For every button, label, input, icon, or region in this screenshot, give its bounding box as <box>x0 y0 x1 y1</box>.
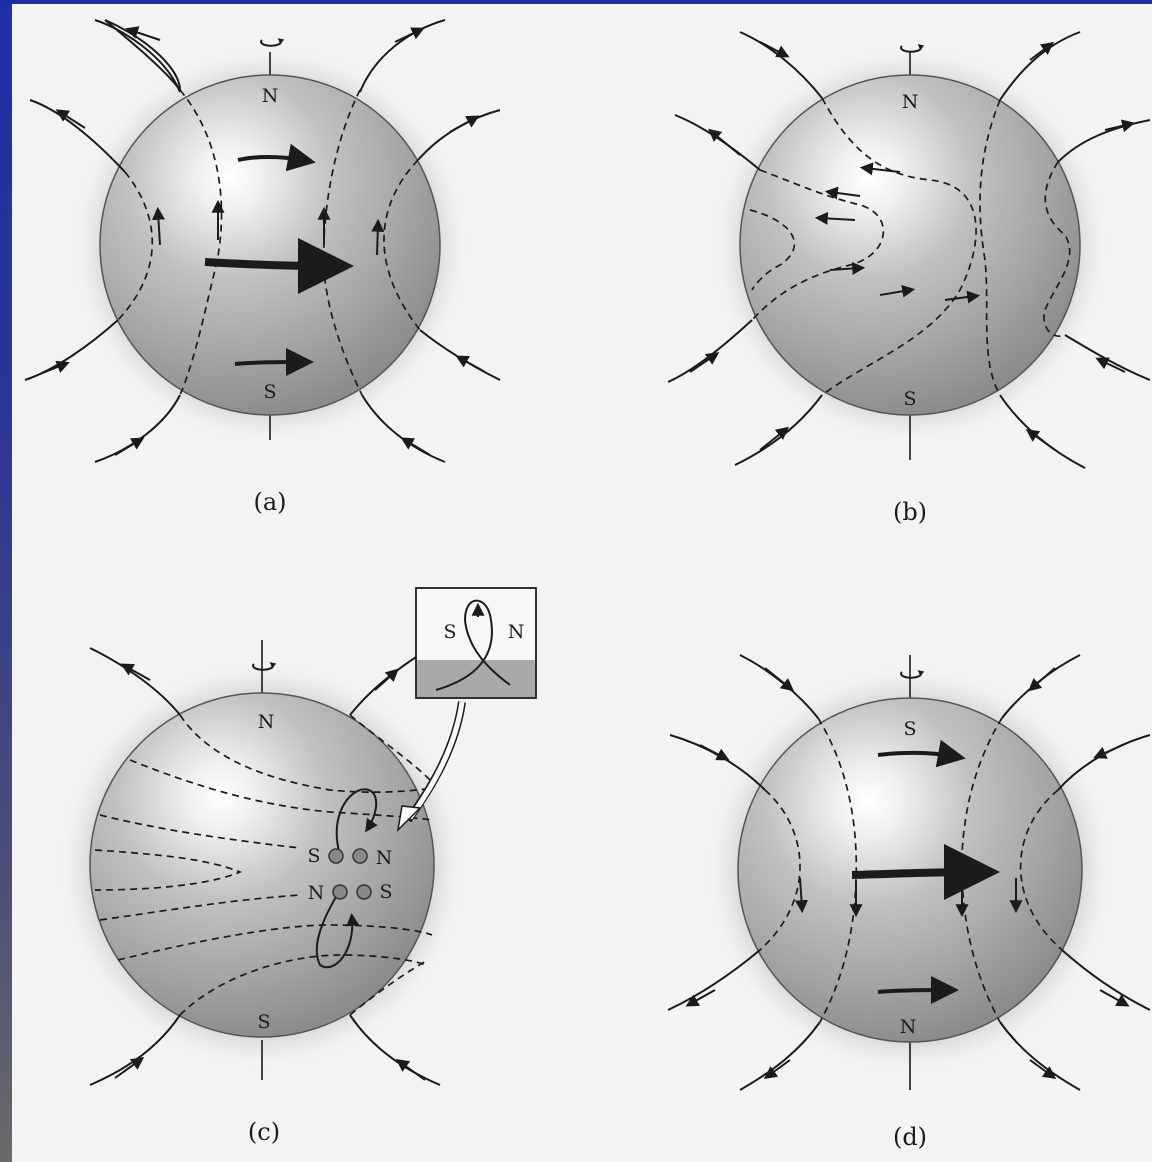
panel-caption: (d) <box>893 1123 927 1151</box>
sunspot <box>353 849 367 863</box>
field-arrow-icon <box>1098 744 1125 756</box>
field-arrow-icon <box>40 364 65 374</box>
field-arrow-icon <box>768 1060 790 1076</box>
field-arrow-icon <box>760 430 785 450</box>
field-arrow-icon <box>700 745 725 758</box>
field-arrow-icon <box>115 1060 140 1078</box>
field-arrow-icon <box>1030 1060 1052 1076</box>
field-arrow-icon <box>405 440 430 455</box>
panel-caption: (c) <box>248 1118 280 1146</box>
panel-b: N S (b) <box>668 32 1150 526</box>
pole-label-top: N <box>262 85 279 107</box>
panel-a: N S (a) <box>25 20 500 516</box>
field-arrow-icon <box>712 132 740 155</box>
spot-polarity-label: N <box>376 847 393 869</box>
field-arrow-icon <box>690 355 715 372</box>
panel-d: S N (d) <box>668 655 1150 1151</box>
pole-label-bottom: S <box>263 381 276 403</box>
sunspot <box>329 849 343 863</box>
spot-polarity-label: S <box>379 881 392 903</box>
sun-sphere <box>740 75 1080 415</box>
field-arrow-icon <box>115 440 140 455</box>
differential-rotation-arrow <box>852 872 972 875</box>
field-arrow-icon <box>1100 990 1125 1004</box>
pole-label-top: S <box>903 718 916 740</box>
panel-caption: (b) <box>893 498 927 526</box>
sunspot <box>357 885 371 899</box>
pole-label-top: N <box>258 711 275 733</box>
field-arrow-icon <box>60 112 85 128</box>
field-arrow-icon <box>375 672 395 690</box>
field-arrow-icon <box>125 666 150 680</box>
field-arrow-icon <box>395 30 420 42</box>
field-arrow-icon <box>1030 432 1055 450</box>
inset-polarity-label: S <box>443 621 456 643</box>
pole-label-bottom: S <box>257 1011 270 1033</box>
pole-label-bottom: S <box>903 388 916 410</box>
inset-polarity-label: N <box>508 621 525 643</box>
field-arrow-icon <box>400 1062 425 1080</box>
spot-polarity-label: N <box>308 882 325 904</box>
differential-rotation-arrow <box>205 262 326 266</box>
field-arrow-icon <box>1030 45 1050 60</box>
field-arrow-icon <box>377 224 378 255</box>
panel-c: S N N S S N N S (c) <box>57 588 536 1146</box>
spot-polarity-label: S <box>307 845 320 867</box>
sunspot <box>333 885 347 899</box>
panel-caption: (a) <box>253 488 286 516</box>
pole-label-bottom: N <box>900 1016 917 1038</box>
field-arrow-icon <box>1032 668 1055 688</box>
field-line-ext <box>1065 335 1150 380</box>
field-arrow-icon <box>765 668 790 688</box>
field-arrow-icon <box>450 118 475 132</box>
pole-label-top: N <box>902 91 919 113</box>
differential-rotation-arrow <box>878 990 945 992</box>
field-arrow-icon <box>460 358 485 372</box>
field-arrow-icon <box>760 42 785 55</box>
inset-box: S N <box>416 588 536 698</box>
rotation-arrow-icon <box>261 40 281 46</box>
differential-rotation-arrow <box>235 362 300 364</box>
